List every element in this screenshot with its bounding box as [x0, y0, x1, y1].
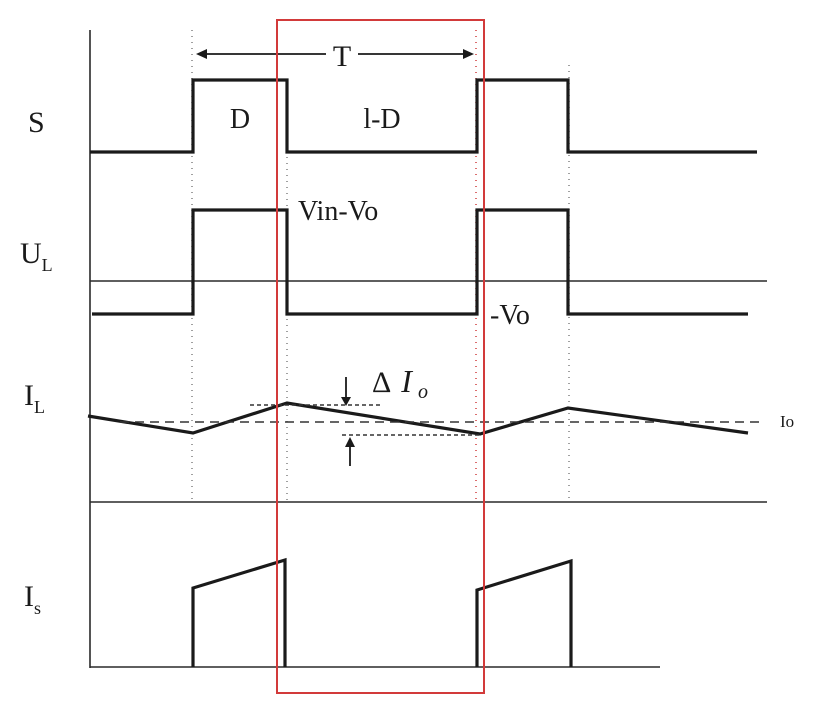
delta-top-arrow	[341, 377, 351, 406]
row-label-il: IL	[24, 379, 45, 417]
row-label-is-sub: s	[34, 598, 41, 618]
il-waveform	[87, 401, 749, 436]
minus-vo-label: -Vo	[490, 300, 530, 331]
one-minus-duty-label: l-D	[363, 104, 400, 135]
duty-label: D	[230, 104, 250, 135]
row-label-is: Is	[24, 580, 41, 618]
delta-bottom-arrow	[345, 437, 355, 466]
ul-waveform	[92, 208, 748, 316]
highlight-box	[276, 19, 485, 694]
row-label-s: S	[28, 106, 45, 139]
delta-sub: o	[418, 381, 428, 403]
vin-minus-vo-label: Vin-Vo	[298, 196, 378, 227]
row-label-ul: UL	[20, 237, 53, 275]
row-label-ul-sub: L	[42, 255, 53, 275]
is-waveform	[191, 557, 287, 667]
delta-symbol: Δ	[372, 366, 391, 399]
period-label: T	[333, 40, 351, 73]
io-label: Io	[780, 412, 794, 431]
s-waveform	[90, 78, 757, 154]
row-label-il-main: I	[24, 379, 34, 412]
delta-i: I	[400, 363, 413, 399]
row-label-is-main: I	[24, 580, 34, 613]
row-label-ul-main: U	[20, 237, 42, 270]
row-label-il-sub: L	[34, 397, 45, 417]
is-waveform-second	[475, 558, 573, 667]
period-label-bg	[326, 40, 358, 70]
